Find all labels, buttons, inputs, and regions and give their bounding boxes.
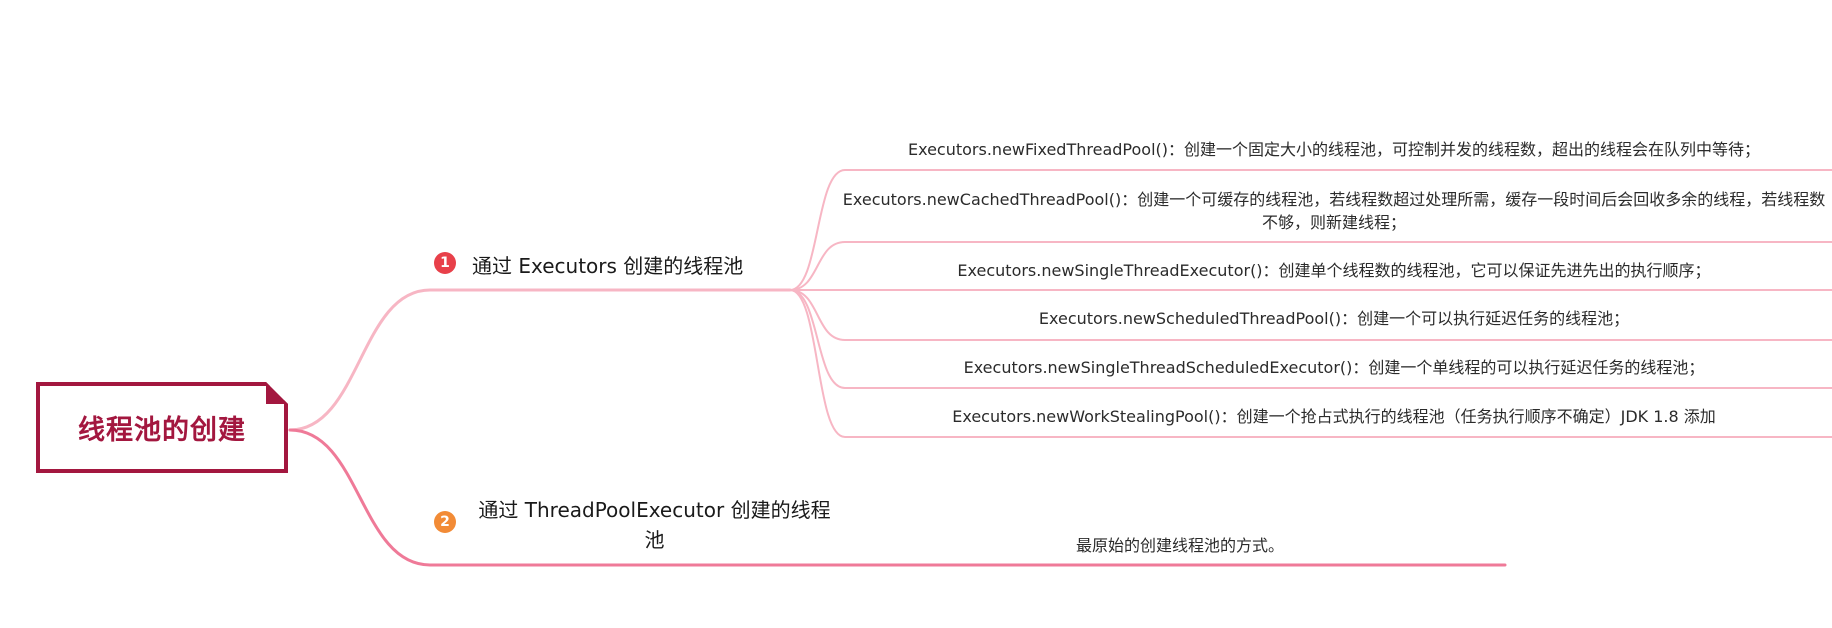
priority-2-icon: 2 [434, 511, 456, 533]
leaf-topic[interactable]: Executors.newCachedThreadPool()：创建一个可缓存的… [842, 190, 1826, 232]
connector-root-branch2 [288, 428, 1507, 567]
priority-1-icon: 1 [434, 252, 456, 274]
root-title: 线程池的创建 [78, 415, 246, 446]
connector-leaf-1 [789, 169, 1832, 291]
leaf-topic[interactable]: Executors.newSingleThreadScheduledExecut… [963, 358, 1705, 377]
branch-label: 通过 ThreadPoolExecutor 创建的线程池 [478, 498, 831, 552]
note-fold-icon [266, 382, 288, 404]
root-topic[interactable]: 线程池的创建 [36, 382, 288, 473]
branch-label: 通过 Executors 创建的线程池 [472, 254, 744, 278]
connector-leaf-5 [789, 289, 1832, 389]
connector-leaf-2 [789, 241, 1832, 291]
connector-leaf-6 [789, 289, 1832, 438]
leaf-topic[interactable]: Executors.newWorkStealingPool()：创建一个抢占式执… [952, 407, 1716, 426]
connector-leaf-4 [789, 289, 1832, 341]
leaf-topic[interactable]: Executors.newSingleThreadExecutor()：创建单个… [957, 261, 1711, 280]
leaf-topic[interactable]: Executors.newFixedThreadPool()：创建一个固定大小的… [908, 140, 1760, 159]
branch-executors[interactable]: 1 通过 Executors 创建的线程池 [434, 250, 743, 279]
leaf-topic[interactable]: Executors.newScheduledThreadPool()：创建一个可… [1038, 309, 1630, 328]
branch-threadpoolexecutor[interactable]: 2 通过 ThreadPoolExecutor 创建的线程池 [434, 495, 837, 555]
connector-root-branch1 [288, 288, 792, 432]
leaf-topic[interactable]: 最原始的创建线程池的方式。 [1075, 536, 1284, 555]
